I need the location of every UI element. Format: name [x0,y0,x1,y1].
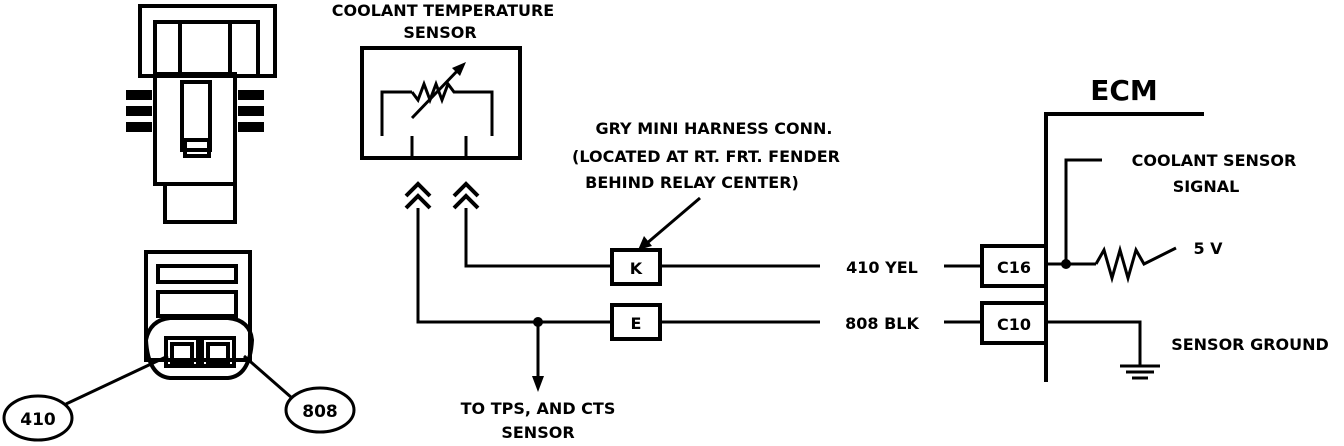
coolant-signal-line-2: SIGNAL [1173,177,1240,196]
to-tps-line-2: SENSOR [501,423,574,442]
harness-conn-line-3: BEHIND RELAY CENTER) [585,173,799,192]
harness-pin-e: E [610,303,662,341]
pin-c10-label: C10 [997,315,1031,334]
sensor-title-line-2: SENSOR [403,23,476,42]
wire-808-label: 808 BLK [845,314,919,333]
sensor-terminal-chevrons [404,181,480,210]
sensor-title-line-1: COOLANT TEMPERATURE [332,1,554,20]
pin-808-label: 808 [302,402,338,422]
pin-k-label: K [630,259,643,278]
sensor-ground-label: SENSOR GROUND [1171,335,1329,354]
wire-410-label: 410 YEL [846,258,918,277]
ecm-housing [1044,112,1204,382]
harness-conn-line-1: GRY MINI HARNESS CONN. [595,119,832,138]
coolant-signal-line-1: COOLANT SENSOR [1132,151,1297,170]
pin-e-label: E [631,314,642,333]
connector-side-view [126,4,277,224]
coolant-temperature-sensor [360,46,522,160]
ecm-pin-c10: C10 [980,301,1048,345]
pin-callout-808: 808 [243,354,356,434]
harness-conn-line-2: (LOCATED AT RT. FRT. FENDER [572,147,840,166]
pin-410-label: 410 [20,410,56,430]
to-tps-line-1: TO TPS, AND CTS [461,399,616,418]
pin-c16-label: C16 [997,258,1031,277]
five-volt-label: 5 V [1193,239,1223,258]
connector-face-view [143,250,255,380]
harness-connector-callout: GRY MINI HARNESS CONN. (LOCATED AT RT. F… [572,119,840,250]
pin-callout-410: 410 [2,354,169,442]
ecm-label: ECM [1090,74,1158,107]
wire-808-blk [416,208,982,324]
ecm-pullup-resistor [1046,158,1177,284]
splice-to-tps [532,317,544,392]
wire-410-yel [464,208,982,268]
ecm-pin-c16: C16 [980,244,1048,288]
harness-pin-k: K [610,248,662,286]
sensor-ground-symbol [1046,320,1160,380]
